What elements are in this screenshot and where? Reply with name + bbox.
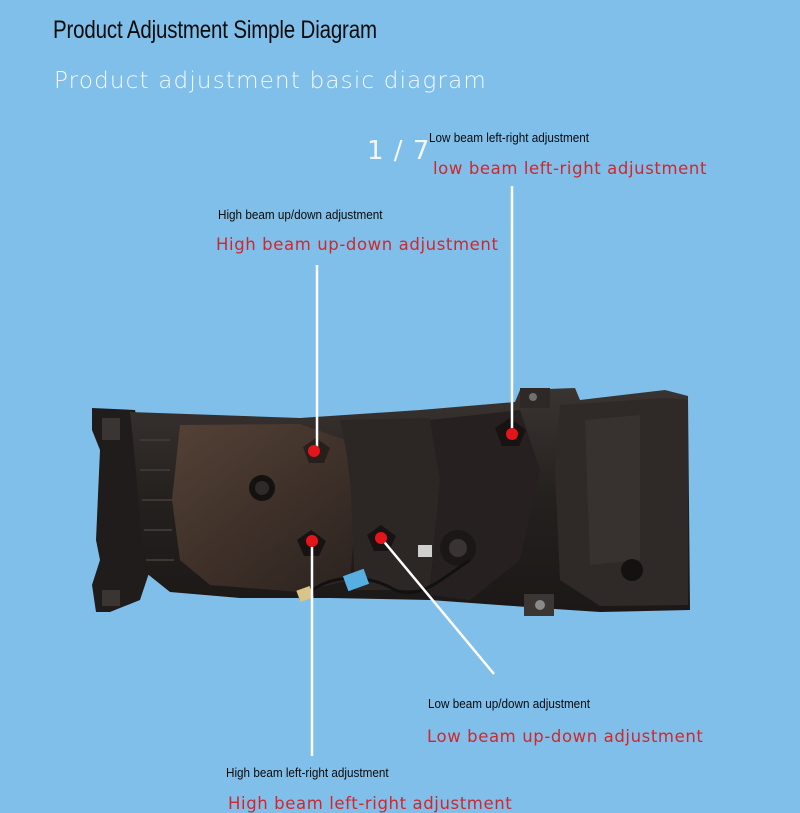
- callout-high-beam-left-right-label-alt: High beam left-right adjustment: [228, 794, 513, 813]
- callout-high-beam-up-down-label: High beam up/down adjustment: [218, 207, 383, 222]
- callout-low-beam-up-down-label: Low beam up/down adjustment: [428, 696, 590, 711]
- marker-high-beam-left-right: [306, 535, 318, 547]
- callout-low-beam-up-down-label-alt: Low beam up-down adjustment: [427, 727, 704, 746]
- page-title: Product Adjustment Simple Diagram: [53, 16, 377, 44]
- callout-low-beam-left-right-label-alt: low beam left-right adjustment: [433, 159, 708, 178]
- page-subtitle: Product adjustment basic diagram: [54, 68, 488, 94]
- leader-line-low-beam-up-down: [380, 537, 495, 675]
- page-indicator: 1 / 7: [367, 136, 431, 166]
- callout-low-beam-left-right-label: Low beam left-right adjustment: [429, 130, 589, 145]
- marker-low-beam-left-right: [506, 428, 518, 440]
- callout-high-beam-left-right-label: High beam left-right adjustment: [226, 765, 389, 780]
- headlight-housing: [92, 388, 690, 616]
- marker-low-beam-up-down: [375, 532, 387, 544]
- callout-high-beam-up-down-label-alt: High beam up-down adjustment: [216, 235, 499, 254]
- marker-high-beam-up-down: [308, 445, 320, 457]
